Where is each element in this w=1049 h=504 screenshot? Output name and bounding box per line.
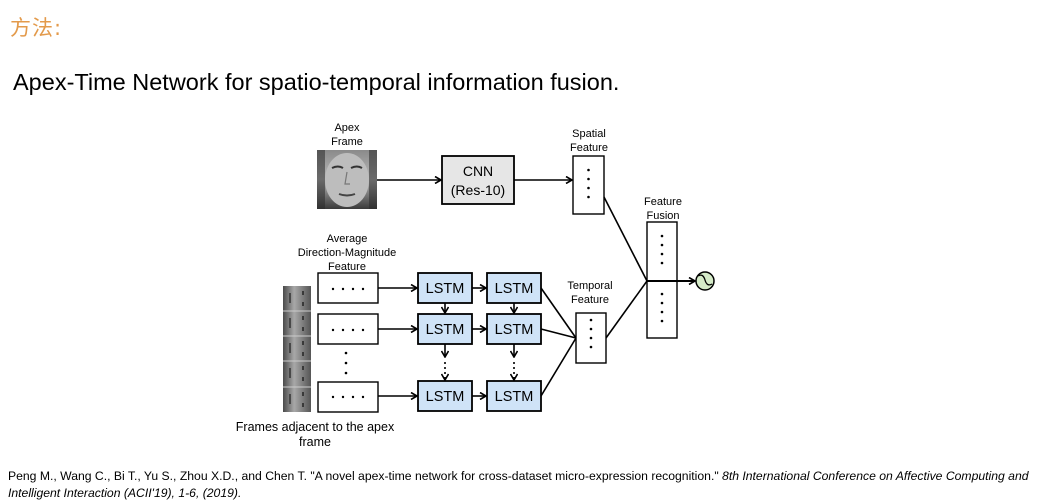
apex-face-image <box>317 150 377 209</box>
lstm-label: LSTM <box>426 281 465 297</box>
temporal-feature-label-line1: Temporal <box>567 280 612 292</box>
line-temporal-to-fusion <box>605 280 648 339</box>
citation-venue: 8th International Conference on Affectiv… <box>8 469 1029 500</box>
lstm-cell-rn-c1: LSTM <box>417 380 473 412</box>
line-lstm-r2-to-temporal <box>540 328 577 339</box>
vertical-ellipsis <box>344 351 348 375</box>
avg-feature-label-line3: Feature <box>328 261 366 273</box>
lstm-label: LSTM <box>426 389 465 405</box>
lstm-cell-r1-c1: LSTM <box>417 272 473 304</box>
apex-frame-label-line1: Apex <box>334 122 360 134</box>
cnn-box: CNN (Res-10) <box>441 155 515 205</box>
lstm-cell-rn-c2: LSTM <box>486 380 542 412</box>
lstm-label: LSTM <box>495 322 534 338</box>
lstm-cell-r1-c2: LSTM <box>486 272 542 304</box>
spatial-feature-label-line2: Feature <box>570 142 608 154</box>
lstm-label: LSTM <box>495 281 534 297</box>
frames-caption-line1: Frames adjacent to the apex <box>236 420 395 434</box>
citation: Peng M., Wang C., Bi T., Yu S., Zhou X.D… <box>8 468 1048 502</box>
feature-fusion-label-line1: Feature <box>644 196 682 208</box>
citation-authors-title: Peng M., Wang C., Bi T., Yu S., Zhou X.D… <box>8 469 723 483</box>
feature-fusion-label-line2: Fusion <box>646 210 679 222</box>
spatial-feature-vector <box>572 155 605 215</box>
slide-title: Apex-Time Network for spatio-temporal in… <box>13 69 620 95</box>
temporal-feature-vector <box>575 312 607 364</box>
avg-feature-label-line1: Average <box>327 233 368 245</box>
line-lstm-r1-to-temporal <box>540 287 577 339</box>
avg-feature-label-line2: Direction-Magnitude <box>298 247 396 259</box>
line-spatial-to-fusion <box>603 196 648 282</box>
temporal-feature-label-line2: Feature <box>571 294 609 306</box>
avg-feature-box-1 <box>317 272 379 304</box>
apex-frame-label-line2: Frame <box>331 136 363 148</box>
lstm-cell-r2-c2: LSTM <box>486 313 542 345</box>
cnn-label-line1: CNN <box>463 163 493 179</box>
frames-caption-line2: frame <box>299 435 331 449</box>
lstm-cell-r2-c1: LSTM <box>417 313 473 345</box>
lstm-label: LSTM <box>495 389 534 405</box>
section-label: 方法: <box>10 16 63 40</box>
avg-feature-box-2 <box>317 313 379 345</box>
lstm-label: LSTM <box>426 322 465 338</box>
line-lstm-rn-to-temporal <box>540 337 577 397</box>
adjacent-frames-strip <box>283 286 311 412</box>
output-classifier-node <box>695 271 715 291</box>
cnn-label-line2: (Res-10) <box>451 182 505 198</box>
avg-feature-box-n <box>317 381 379 413</box>
spatial-feature-label-line1: Spatial <box>572 128 606 140</box>
